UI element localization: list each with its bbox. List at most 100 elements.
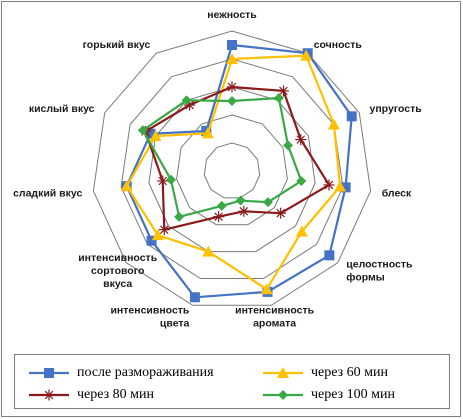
series-1-point-10	[201, 127, 214, 139]
series-3-point-4	[262, 197, 273, 208]
legend-label-1: через 60 мин	[311, 365, 389, 380]
series-1-point-0	[226, 53, 238, 64]
axis-label-7-line-0: интенсивность	[78, 252, 157, 264]
axis-label-6-line-1: цвета	[160, 318, 190, 330]
series-2-point-6	[213, 211, 225, 223]
series-1-point-1	[300, 49, 313, 61]
axis-label-9: кислый вкус	[29, 103, 95, 115]
axis-label-9-line-0: кислый вкус	[29, 103, 95, 115]
series-2-point-1	[277, 85, 289, 97]
legend-swatch-0	[29, 368, 69, 378]
series-3-point-5	[235, 195, 246, 206]
legend-marker-2-d2	[44, 390, 54, 400]
legend-marker-2	[43, 389, 55, 401]
series-3-point-7	[174, 211, 185, 222]
legend-item-2: через 80 мин	[29, 385, 154, 405]
axis-label-6-line-0: интенсивность	[110, 305, 189, 317]
series-2	[139, 81, 335, 236]
grid-ring-1	[176, 114, 288, 226]
legend-label-2: через 80 мин	[77, 387, 155, 402]
series-line-1	[125, 54, 342, 291]
series-1-point-7	[151, 229, 164, 241]
series-3-point-10	[181, 95, 192, 106]
series-line-0	[125, 43, 353, 299]
axis-labels: нежность сочность упругость блеск целостност…	[13, 9, 422, 330]
series-2-point-6-d2	[214, 212, 223, 221]
series-2-point-10-d2	[185, 100, 194, 110]
axis-label-3: блеск	[382, 188, 412, 200]
series-3-point-3	[296, 175, 307, 186]
axis-label-8: сладкий вкус	[13, 188, 82, 200]
series-1-point-2	[327, 118, 340, 130]
series-2-point-3-d2	[324, 180, 334, 190]
series-3-point-1	[273, 92, 284, 103]
legend-label-0: после размораживания	[77, 365, 214, 380]
series-3-point-0	[227, 96, 237, 106]
axis-label-0: нежность	[207, 9, 257, 21]
radar-chart: нежность сочность упругость блеск целостност…	[13, 9, 422, 330]
series-0-point-6	[189, 292, 200, 303]
series-1-point-5	[260, 283, 273, 295]
legend-swatch-1	[263, 367, 303, 378]
series-1	[120, 49, 347, 295]
series-2-point-1-d2	[279, 86, 288, 96]
series-2-point-4	[275, 207, 287, 219]
axis-label-4-line-0: целостность	[346, 259, 413, 271]
series-2-point-4-d2	[276, 208, 285, 218]
grid-ring-0	[203, 142, 261, 199]
series-3-point-8	[166, 174, 177, 185]
axis-label-3-line-0: блеск	[382, 188, 412, 200]
series-0-point-4	[324, 250, 335, 261]
series-2-point-7	[158, 224, 170, 236]
series-0-point-2	[346, 111, 357, 122]
axis-label-5-line-1: аромата	[253, 318, 296, 330]
series-2-point-2-d2	[296, 135, 306, 144]
series-1-point-4	[295, 225, 308, 237]
axis-label-5-line-0: интенсивность	[235, 305, 314, 317]
legend-marker-1	[277, 367, 289, 378]
series-line-3	[141, 96, 303, 218]
grid-ring-4	[92, 30, 372, 306]
legend-item-0: после размораживания	[29, 363, 214, 383]
legend-swatch-2	[29, 389, 69, 401]
series-1-point-3	[334, 180, 347, 192]
series-2-point-5	[238, 205, 250, 217]
axis-label-7-line-2: вкуса	[103, 278, 132, 290]
legend-marker-0	[44, 368, 54, 378]
series-2-point-0-d2	[227, 82, 237, 92]
series-2-point-2	[295, 134, 307, 146]
series-0-point-9	[145, 128, 156, 139]
series-1-point-9	[149, 130, 162, 142]
legend-marker-3	[278, 390, 288, 400]
series-3-point-6	[216, 200, 227, 211]
axis-label-10: горький вкус	[83, 39, 151, 51]
series-2-point-7-d2	[160, 225, 169, 234]
radar-grid	[92, 30, 372, 306]
legend: после размораживания через 60 мин через …	[14, 354, 450, 409]
axis-label-1: сочность	[314, 39, 363, 51]
series-2-point-8-d2	[158, 176, 167, 186]
series-3-point-9	[137, 125, 148, 136]
series-0-point-3	[340, 182, 351, 193]
axis-label-2-line-0: упругость	[370, 103, 423, 115]
axis-label-4-line-1: формы	[346, 272, 385, 284]
grid-ring-3	[120, 58, 344, 279]
legend-item-1: через 60 мин	[263, 363, 388, 383]
series-2-point-0	[226, 81, 238, 93]
series-3-point-2	[283, 140, 294, 151]
legend-item-3: через 100 мин	[263, 385, 395, 405]
axis-label-2: упругость	[370, 103, 423, 115]
series-2-point-3	[323, 179, 335, 191]
series-2-point-8	[157, 175, 169, 187]
series-0-point-7	[146, 235, 157, 246]
series-0-point-0	[227, 40, 237, 50]
axis-label-8-line-0: сладкий вкус	[13, 188, 82, 200]
legend-swatch-3	[263, 390, 303, 400]
series-3	[137, 92, 307, 222]
axis-label-7-line-1: сортового	[91, 265, 144, 277]
